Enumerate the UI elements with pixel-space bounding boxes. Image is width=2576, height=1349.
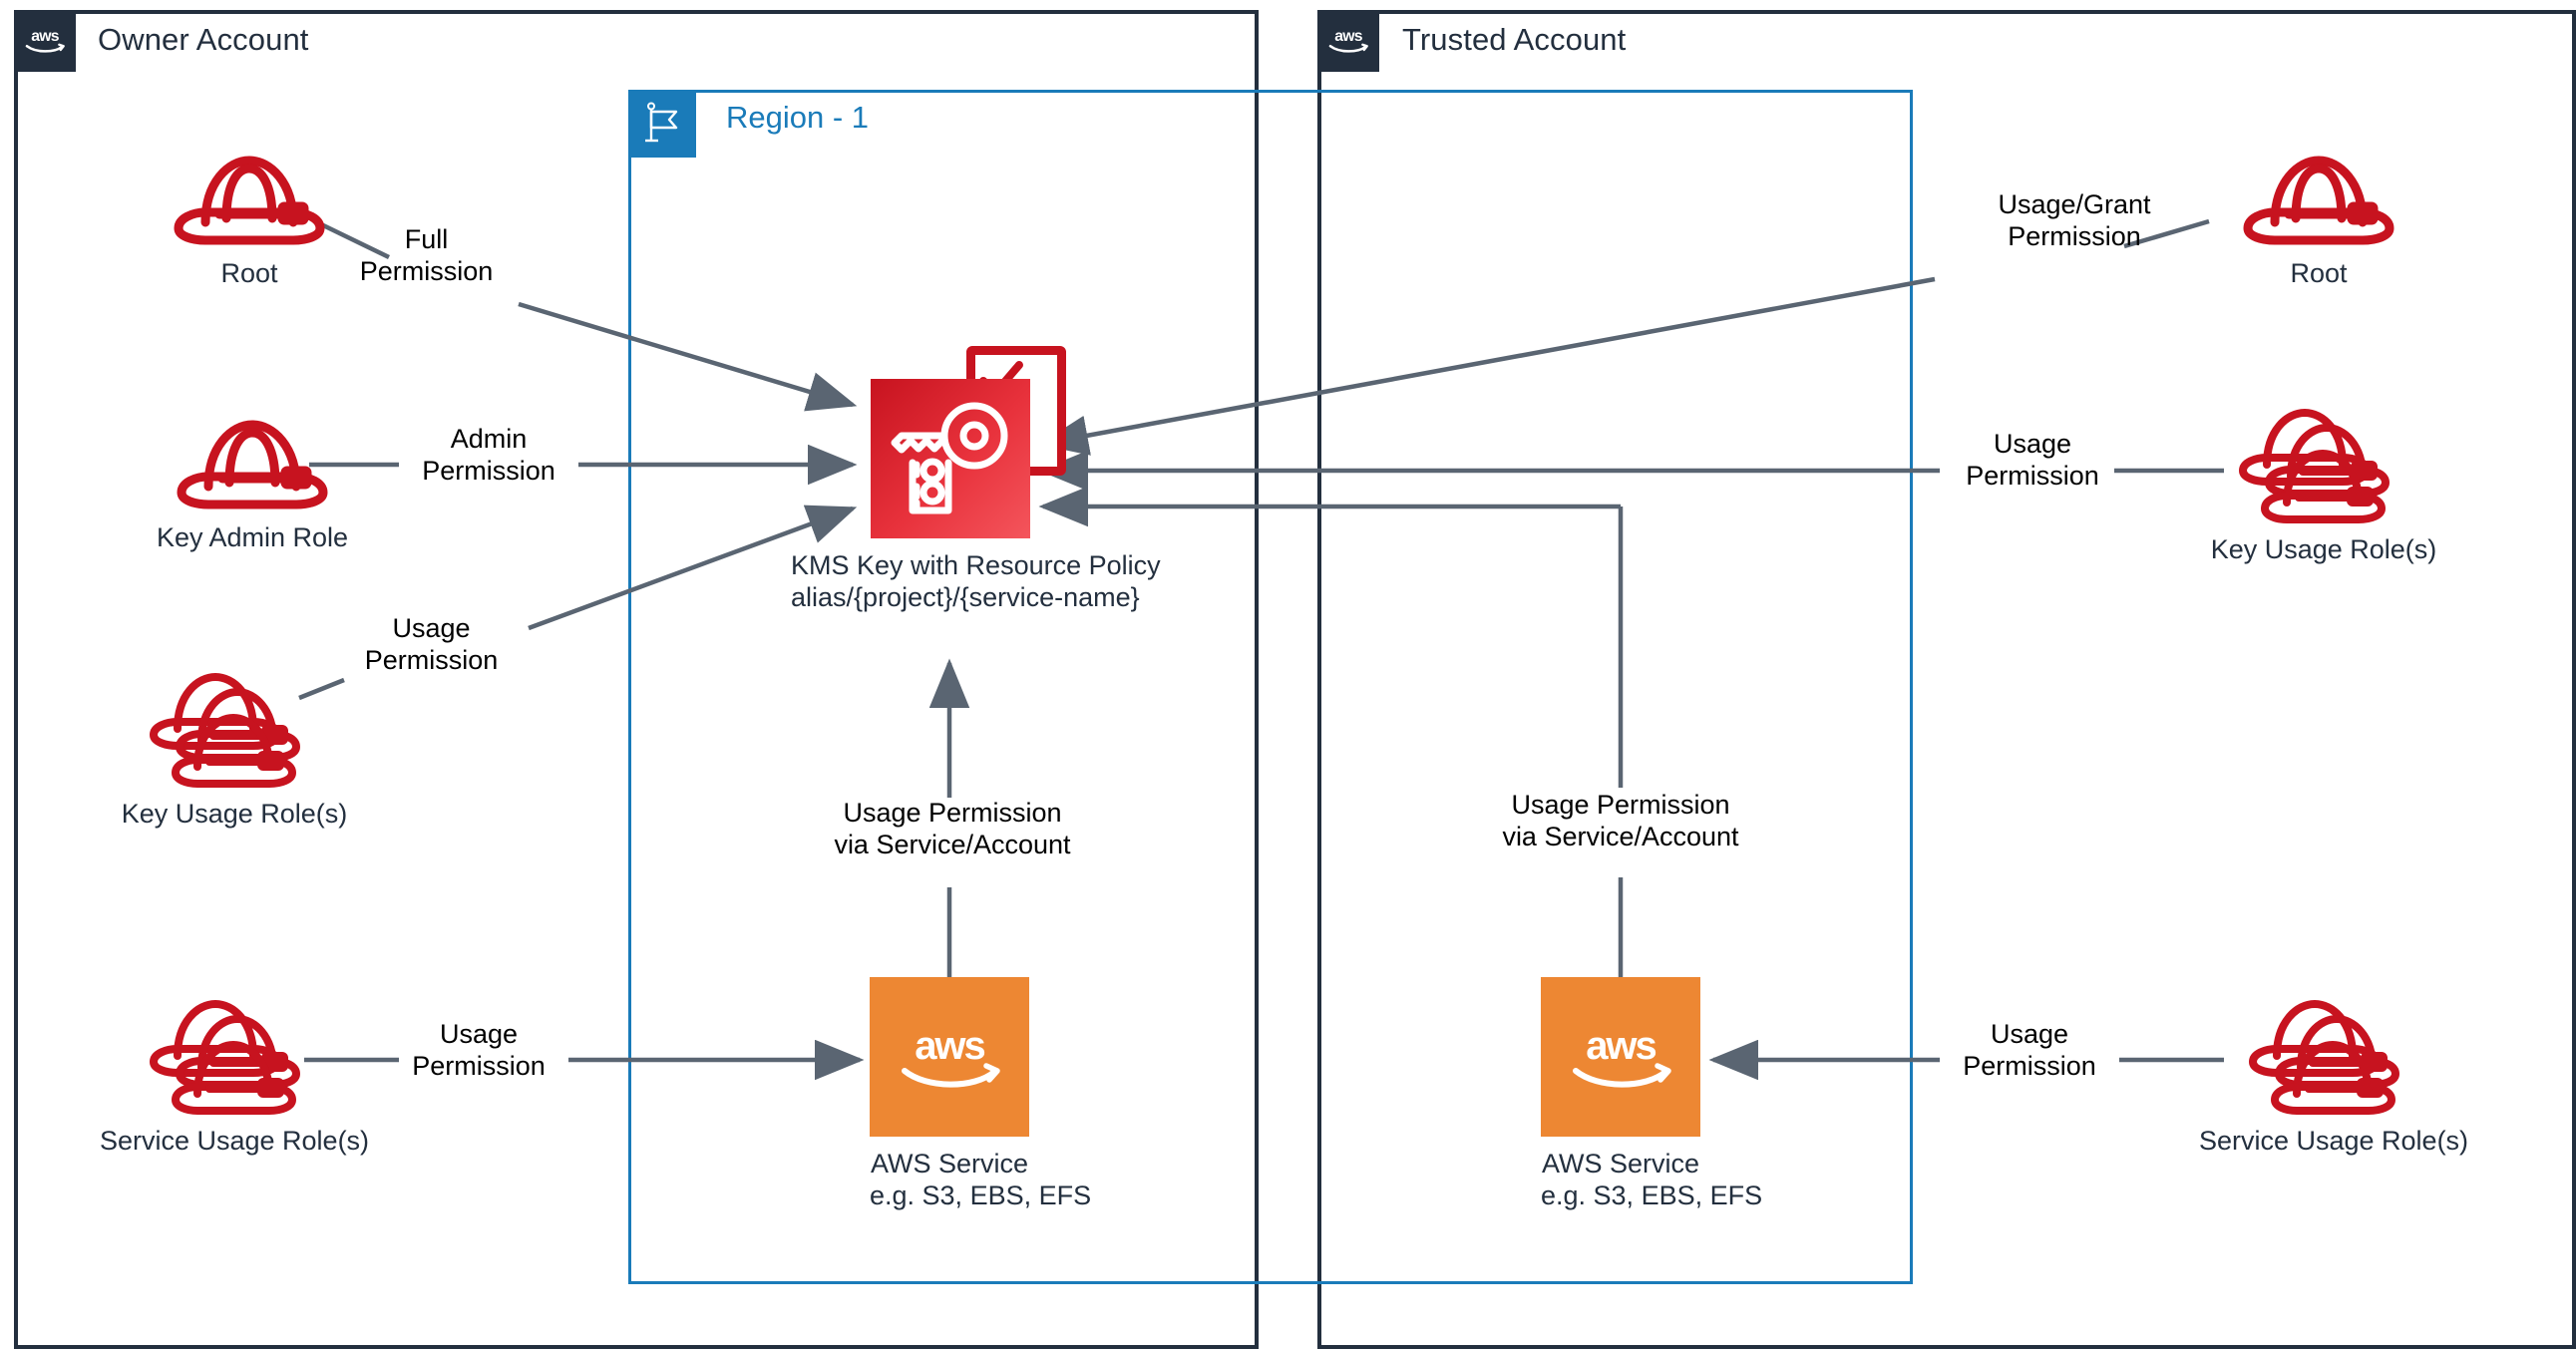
node-label: Root xyxy=(220,258,278,288)
node-owner-key-usage-roles[interactable]: Key Usage Role(s) xyxy=(60,673,409,831)
kms-key-icon xyxy=(871,346,1066,538)
edge-label-line1: Usage xyxy=(392,613,471,643)
node-label: Key Admin Role xyxy=(156,522,349,552)
hard-hat-icon xyxy=(177,420,328,509)
node-label: Service Usage Role(s) xyxy=(99,1126,370,1156)
edge-label-line2: Permission xyxy=(422,455,555,486)
edge-label-line1: Admin xyxy=(450,424,528,454)
edge-label-owner-keyusage-kms: Usage Permission xyxy=(334,613,529,676)
edge-label-trusted-svc-kms: Usage Permission via Service/Account xyxy=(1426,790,1815,852)
edge-label-owner-root-kms: Full Permission xyxy=(329,224,524,287)
node-owner-root[interactable]: Root xyxy=(140,145,359,290)
node-trusted-aws-service[interactable]: aws AWS Service e.g. S3, EBS, EFS xyxy=(1541,977,1763,1211)
aws-logo-icon: aws xyxy=(1317,10,1379,72)
edge-label-line1: Usage xyxy=(439,1019,519,1049)
node-owner-key-admin-role[interactable]: Key Admin Role xyxy=(88,409,417,554)
edge-label-trusted-svcrole-svc: Usage Permission xyxy=(1935,1019,2124,1082)
hard-hat-stack-icon xyxy=(150,1000,300,1115)
node-label: Root xyxy=(2290,258,2348,288)
edge-label-owner-admin-kms: Admin Permission xyxy=(394,424,583,487)
trusted-account-boundary xyxy=(1317,10,2576,1349)
region-boundary xyxy=(628,90,1913,1284)
edge-label-line2: Permission xyxy=(1966,460,2099,491)
owner-account-boundary xyxy=(14,10,1259,1349)
edge-label-trusted-keyusage-kms: Usage Permission xyxy=(1938,429,2127,492)
node-label-line1: AWS Service xyxy=(870,1149,1029,1179)
hard-hat-icon xyxy=(2243,156,2394,245)
edge-label-line1: Full xyxy=(404,224,449,254)
owner-account-title: Owner Account xyxy=(98,22,309,57)
edge-label-line2: Permission xyxy=(412,1050,546,1081)
node-trusted-key-usage-roles[interactable]: Key Usage Role(s) xyxy=(2149,409,2498,566)
kms-key-tile xyxy=(871,379,1030,538)
edge-label-line2: via Service/Account xyxy=(1502,821,1739,851)
node-label: Key Usage Role(s) xyxy=(121,799,348,829)
edge-label-line2: Permission xyxy=(364,644,499,675)
edge-label-line1: Usage Permission xyxy=(843,798,1062,828)
aws-logo-icon: aws xyxy=(14,10,76,72)
node-label-line2: alias/{project}/{service-name} xyxy=(791,581,1140,612)
trusted-account-title: Trusted Account xyxy=(1402,22,1627,57)
node-label-line1: KMS Key with Resource Policy xyxy=(791,550,1161,580)
svg-text:aws: aws xyxy=(1334,28,1363,45)
svg-text:aws: aws xyxy=(31,28,60,45)
node-owner-aws-service[interactable]: aws AWS Service e.g. S3, EBS, EFS xyxy=(870,977,1092,1211)
aws-service-icon: aws xyxy=(870,977,1029,1137)
node-trusted-root[interactable]: Root xyxy=(2209,145,2428,290)
svg-text:aws: aws xyxy=(1586,1024,1656,1068)
aws-service-icon: aws xyxy=(1541,977,1700,1137)
edge-label-line2: Permission xyxy=(359,255,494,286)
node-label-line2: e.g. S3, EBS, EFS xyxy=(1541,1180,1763,1210)
node-kms-key[interactable]: KMS Key with Resource Policy alias/{proj… xyxy=(791,346,1161,613)
edge-label-owner-svc-kms: Usage Permission via Service/Account xyxy=(758,798,1147,860)
edge-label-line1: Usage/Grant xyxy=(1998,189,2151,219)
hard-hat-icon xyxy=(174,156,325,245)
edge-label-trusted-root-kms: Usage/Grant Permission xyxy=(1935,189,2214,252)
hard-hat-stack-icon xyxy=(150,673,300,788)
hard-hat-stack-icon xyxy=(2239,409,2390,523)
node-label-line2: e.g. S3, EBS, EFS xyxy=(870,1180,1092,1210)
region-flag-icon xyxy=(628,90,696,158)
svg-text:aws: aws xyxy=(915,1024,984,1068)
edge-label-line2: Permission xyxy=(2008,220,2141,251)
node-trusted-service-usage-roles[interactable]: Service Usage Role(s) xyxy=(2149,1000,2518,1158)
region-title: Region - 1 xyxy=(726,100,870,135)
node-label: Service Usage Role(s) xyxy=(2198,1126,2469,1156)
edge-label-owner-svcrole-svc: Usage Permission xyxy=(384,1019,573,1082)
edge-label-line1: Usage xyxy=(1993,429,2072,459)
node-label-line1: AWS Service xyxy=(1541,1149,1700,1179)
edge-label-line2: via Service/Account xyxy=(834,829,1071,859)
node-label: Key Usage Role(s) xyxy=(2210,534,2437,564)
edge-label-line2: Permission xyxy=(1963,1050,2096,1081)
node-owner-service-usage-roles[interactable]: Service Usage Role(s) xyxy=(55,1000,414,1158)
edge-label-line1: Usage xyxy=(1990,1019,2069,1049)
hard-hat-stack-icon xyxy=(2249,1000,2399,1115)
edge-label-line1: Usage Permission xyxy=(1511,790,1730,820)
